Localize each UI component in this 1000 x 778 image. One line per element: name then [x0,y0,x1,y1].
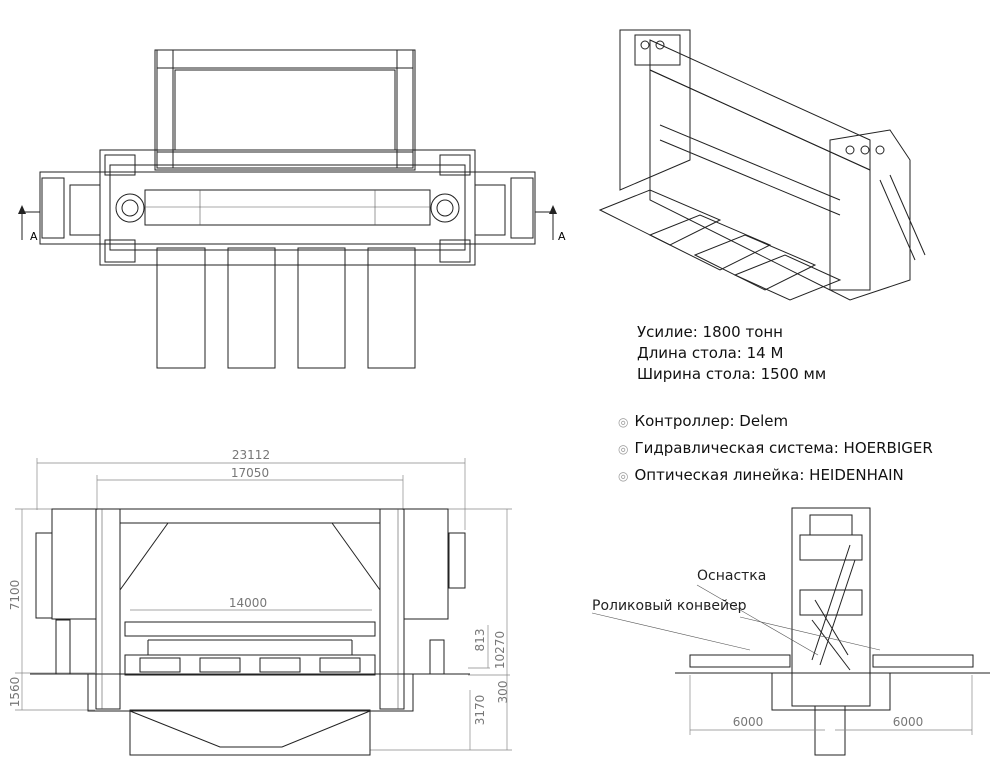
spec-table-length: Длина стола: 14 М [637,344,784,362]
lower-conveyors [156,247,416,369]
svg-text:6000: 6000 [733,715,764,729]
upper-conveyors [156,49,414,169]
svg-text:A: A [558,230,566,243]
label-conveyor: Роликовый конвейер [592,598,747,614]
label-tooling: Оснастка [697,568,766,584]
features-list: ◎Контроллер: Delem ◎Гидравлическая систе… [618,408,933,489]
isometric-view [598,29,926,301]
bullet-icon: ◎ [618,469,629,483]
svg-text:23112: 23112 [232,448,270,462]
svg-text:813: 813 [473,629,487,652]
section-marker-left: A [18,205,40,243]
front-dimensions: 23112 17050 14000 7100 1560 813 300 3170… [8,448,512,751]
svg-text:7100: 7100 [8,580,22,611]
bullet-icon: ◎ [618,415,629,429]
svg-text:300: 300 [496,681,510,704]
svg-text:A: A [30,230,38,243]
spec-table-width: Ширина стола: 1500 мм [637,365,827,383]
section-marker-right: A [535,205,566,243]
bullet-icon: ◎ [618,442,629,456]
iso-conveyors [598,189,842,301]
specs-block: Усилие: 1800 тонн Длина стола: 14 М Шири… [637,322,826,385]
svg-text:10270: 10270 [493,631,507,669]
feature-item: ◎Контроллер: Delem [618,412,789,430]
svg-text:14000: 14000 [229,596,267,610]
table-rollers [139,657,361,673]
spec-force: Усилие: 1800 тонн [637,323,783,341]
feature-item: ◎Оптическая линейка: HEIDENHAIN [618,466,904,484]
feature-item: ◎Гидравлическая система: HOERBIGER [618,439,933,457]
front-view: 23112 17050 14000 7100 1560 813 300 3170… [8,448,512,756]
plan-view: A A [18,49,566,369]
side-view: Оснастка Роликовый конвейер 6000 6000 [591,507,990,756]
svg-text:17050: 17050 [231,466,269,480]
svg-text:6000: 6000 [893,715,924,729]
svg-text:1560: 1560 [8,677,22,708]
svg-text:3170: 3170 [473,695,487,726]
